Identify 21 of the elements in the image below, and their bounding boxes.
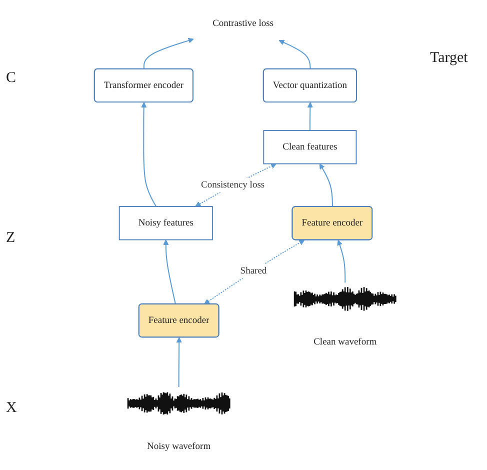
- axis-letter: X: [6, 400, 17, 417]
- node-box: Clean features: [263, 130, 357, 164]
- axis-letter: Target: [430, 50, 468, 67]
- node-box: Noisy features: [118, 206, 213, 240]
- axis-letter: Z: [6, 230, 16, 247]
- axis-letter: C: [6, 70, 16, 87]
- node-text: Noisy waveform: [147, 441, 211, 452]
- arrow: [204, 240, 305, 304]
- arrow: [176, 337, 182, 387]
- arrow: [195, 163, 276, 207]
- arrow: [319, 164, 333, 207]
- arrow: [141, 102, 157, 207]
- node-text: Contrastive loss: [212, 18, 274, 29]
- edge-label: Shared: [240, 266, 267, 276]
- arrow: [337, 240, 346, 282]
- arrow: [143, 38, 194, 70]
- arrow: [278, 40, 311, 70]
- arrow: [307, 102, 313, 131]
- arrow: [163, 240, 176, 304]
- edge-label: Consistency loss: [201, 180, 265, 190]
- node-text: Clean waveform: [314, 336, 377, 347]
